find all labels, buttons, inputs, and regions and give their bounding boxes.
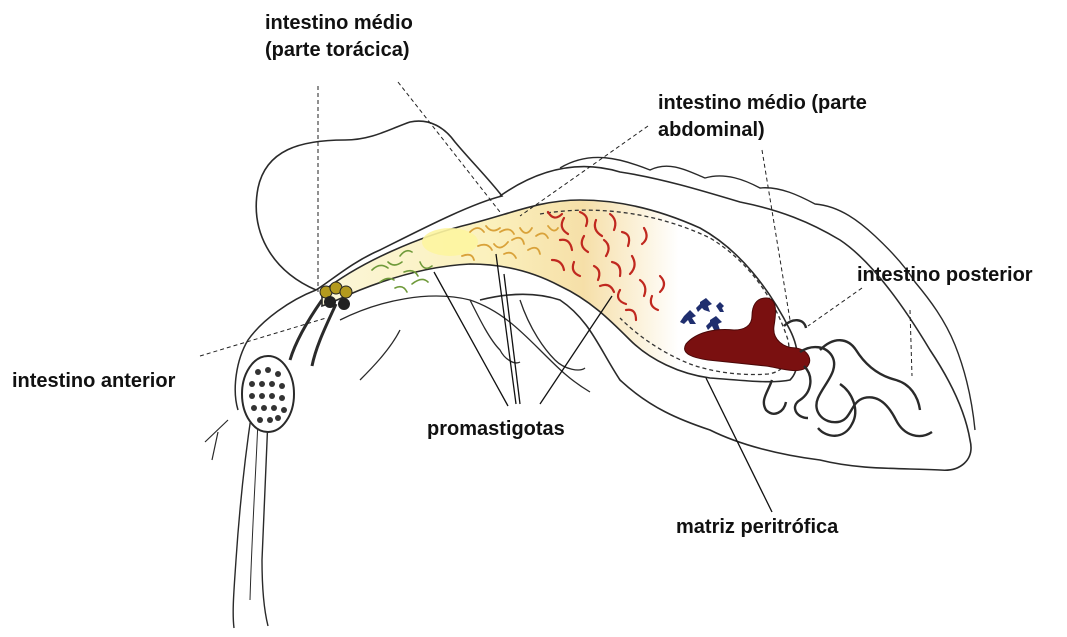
leg-base-2: [520, 300, 585, 370]
proboscis-inner: [250, 420, 258, 600]
label-midgut-abdominal-line1: intestino médio (parte: [658, 90, 867, 117]
label-midgut-thoracic-line1: intestino médio: [265, 10, 413, 37]
thorax-lower-outline: [340, 296, 590, 392]
label-midgut-thoracic-line2: (parte torácica): [265, 37, 413, 64]
leader-hindgut-1: [808, 288, 862, 326]
label-hindgut: intestino posterior: [857, 262, 1033, 289]
label-promastigotes: promastigotas: [427, 416, 565, 443]
label-peritrophic-matrix: matriz peritrófica: [676, 514, 838, 541]
leader-peritrophic-matrix: [706, 378, 772, 512]
leader-promastigote-orange: [496, 254, 516, 404]
leg-base-3: [360, 330, 400, 380]
antenna-stub: [205, 420, 228, 460]
label-foregut: intestino anterior: [12, 368, 175, 395]
label-midgut-abdominal: intestino médio (parte abdominal): [658, 90, 867, 144]
label-midgut-abdominal-line2: abdominal): [658, 117, 867, 144]
foregut-tube: [290, 300, 336, 366]
label-midgut-thoracic: intestino médio (parte torácica): [265, 10, 413, 64]
leg-base-1: [470, 300, 520, 363]
leader-promastigote-green: [434, 272, 508, 406]
leader-promastigote-red-1: [504, 274, 520, 404]
